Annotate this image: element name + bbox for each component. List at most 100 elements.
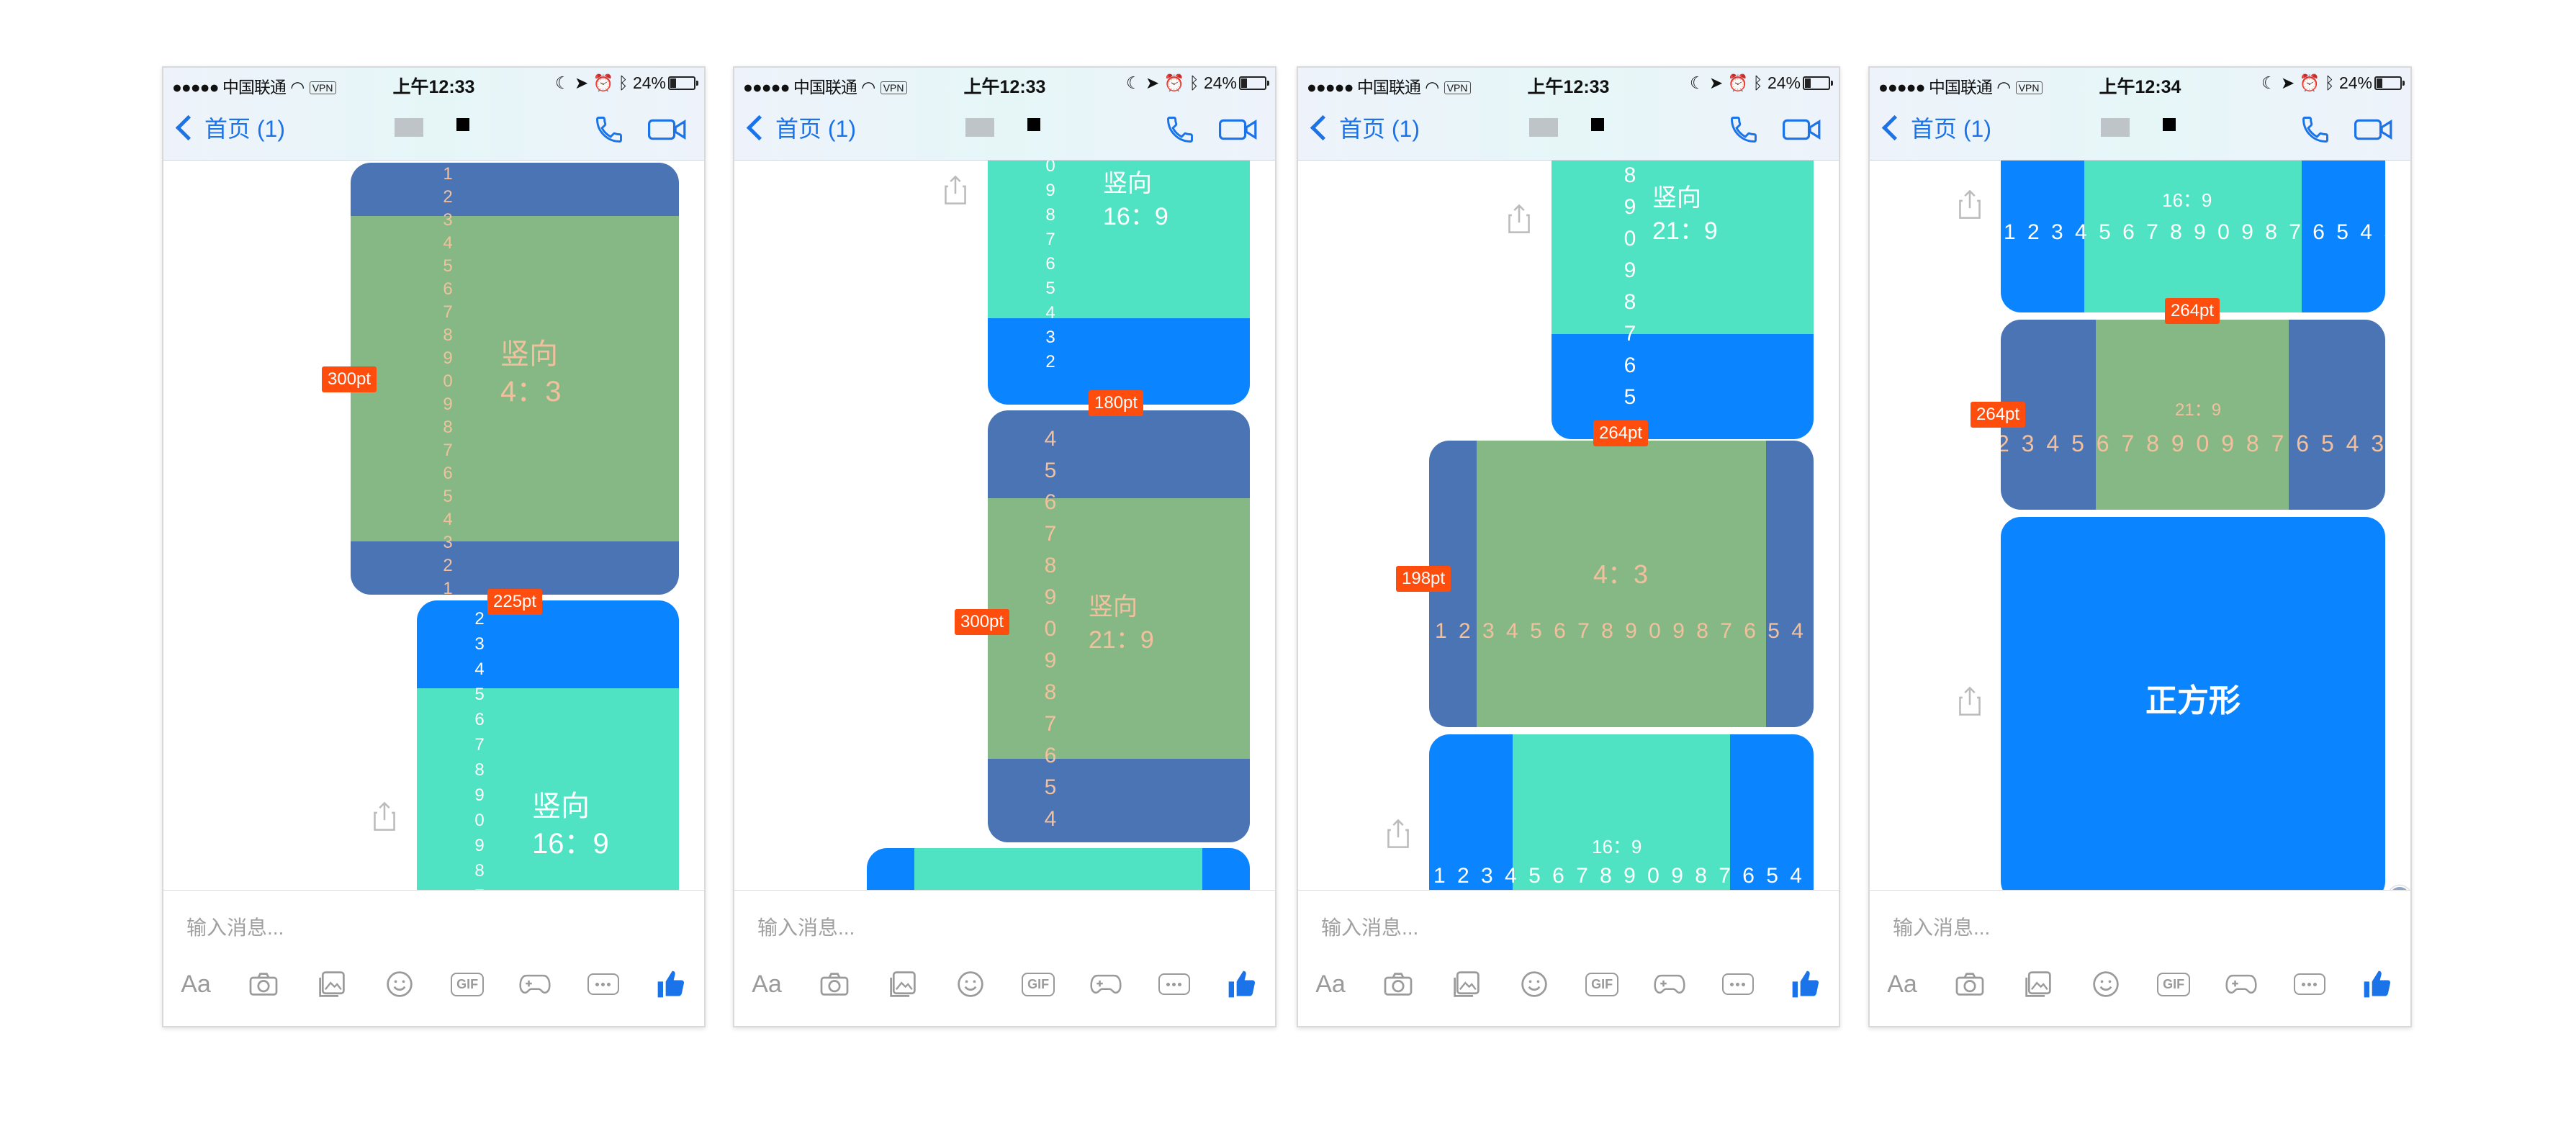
more-icon[interactable] <box>585 966 621 1002</box>
camera-icon[interactable] <box>816 966 852 1002</box>
status-bar: ●●●●● 中国联通 ◠ VPN 上午12:33 ☾ ➤ ⏰ ᛒ 24% <box>734 68 1275 97</box>
video-call-icon[interactable] <box>1783 118 1821 141</box>
video-call-icon[interactable] <box>1219 118 1258 141</box>
message-input[interactable]: 输入消息... <box>186 916 284 939</box>
thumbs-up-icon[interactable] <box>1788 966 1824 1002</box>
bluetooth-icon: ᛒ <box>1189 73 1199 92</box>
carrier: ●●●●● 中国联通 <box>172 78 287 96</box>
text-format-button[interactable]: Aa <box>1315 970 1346 998</box>
camera-icon[interactable] <box>1952 966 1988 1002</box>
clock: 上午12:33 <box>392 77 475 97</box>
thumbs-up-icon[interactable] <box>653 966 689 1002</box>
battery-icon <box>1239 76 1269 90</box>
gif-button[interactable]: GIF <box>1022 972 1055 996</box>
dimension-tag: 225pt <box>487 589 543 615</box>
gif-button[interactable]: GIF <box>1585 972 1619 996</box>
gallery-icon[interactable] <box>314 966 350 1002</box>
more-icon[interactable] <box>2292 966 2328 1002</box>
camera-icon[interactable] <box>246 966 282 1002</box>
thumbs-up-icon[interactable] <box>2359 966 2395 1002</box>
message-input[interactable]: 输入消息... <box>1893 916 1991 939</box>
share-icon[interactable] <box>1958 685 1982 717</box>
game-icon[interactable] <box>1088 966 1124 1002</box>
gallery-icon[interactable] <box>1449 966 1485 1002</box>
share-icon[interactable] <box>372 801 397 832</box>
phone-call-icon[interactable] <box>593 114 625 145</box>
emoji-icon[interactable] <box>2088 966 2124 1002</box>
more-icon[interactable] <box>1720 966 1756 1002</box>
thumbs-up-icon[interactable] <box>1224 966 1260 1002</box>
image-message-21-9[interactable]: 21：9 2 3 4 5 6 7 8 9 0 9 8 7 6 5 4 3 2 <box>2001 320 2385 510</box>
image-label: 21：9 <box>2175 400 2222 420</box>
message-input[interactable]: 输入消息... <box>757 916 855 939</box>
emoji-icon[interactable] <box>1516 966 1552 1002</box>
back-button[interactable]: 首页 (1) <box>746 111 856 144</box>
back-button[interactable]: 首页 (1) <box>175 111 285 144</box>
share-icon[interactable] <box>1386 818 1410 850</box>
back-button[interactable]: 首页 (1) <box>1881 111 1991 144</box>
nav-bar: 首页 (1) <box>734 96 1275 160</box>
battery-percent: 24% <box>2338 73 2372 92</box>
share-icon[interactable] <box>943 174 968 206</box>
text-format-button[interactable]: Aa <box>752 970 782 998</box>
phone-call-icon[interactable] <box>2300 114 2331 145</box>
emoji-icon[interactable] <box>382 966 418 1002</box>
dimension-tag: 264pt <box>1971 402 2026 428</box>
video-call-icon[interactable] <box>2354 118 2393 141</box>
phone-call-icon[interactable] <box>1164 114 1196 145</box>
vpn-badge: VPN <box>1444 81 1471 94</box>
gif-button[interactable]: GIF <box>451 972 485 996</box>
header: ●●●●● 中国联通 ◠ VPN 上午12:33 ☾ ➤ ⏰ ᛒ 24% 首页 … <box>734 68 1275 161</box>
bluetooth-icon: ᛒ <box>2324 73 2335 92</box>
moon-icon: ☾ <box>1126 73 1141 92</box>
contact-avatar[interactable] <box>1528 112 1608 144</box>
back-button[interactable]: 首页 (1) <box>1310 111 1420 144</box>
more-icon[interactable] <box>1156 966 1192 1002</box>
battery-icon <box>668 76 698 90</box>
contact-avatar[interactable] <box>394 112 474 144</box>
dimension-tag: 264pt <box>2165 298 2220 324</box>
battery-percent: 24% <box>632 73 666 92</box>
emoji-icon[interactable] <box>953 966 988 1002</box>
game-icon[interactable] <box>517 966 553 1002</box>
moon-icon: ☾ <box>555 73 570 92</box>
nav-bar: 首页 (1) <box>163 96 704 160</box>
image-label: 16：9 <box>2162 189 2212 211</box>
location-icon: ➤ <box>1145 73 1160 92</box>
phone-screen-1: ●●●●● 中国联通 ◠ VPN 上午12:33 ☾ ➤ ⏰ ᛒ 24% 首页 … <box>162 66 706 1027</box>
phone-screen-3: ●●●●● 中国联通 ◠ VPN 上午12:33 ☾ ➤ ⏰ ᛒ 24% 首页 … <box>1297 66 1840 1027</box>
image-message-16-9[interactable]: 16：9 1 2 3 4 5 6 7 8 9 0 9 8 7 6 5 4 3 2… <box>2001 160 2385 312</box>
share-icon[interactable] <box>1958 189 1982 220</box>
gif-button[interactable]: GIF <box>2157 972 2191 996</box>
text-format-button[interactable]: Aa <box>1887 970 1917 998</box>
wifi-icon: ◠ <box>1425 78 1440 96</box>
image-message-4-3[interactable]: 4：3 1 2 3 4 5 6 7 8 9 0 9 8 7 6 5 4 3 2 … <box>1429 441 1814 727</box>
phone-call-icon[interactable] <box>1728 114 1760 145</box>
gallery-icon[interactable] <box>885 966 921 1002</box>
game-icon[interactable] <box>1652 966 1688 1002</box>
share-icon[interactable] <box>1507 203 1531 235</box>
bluetooth-icon: ᛒ <box>1752 73 1763 92</box>
back-label: 首页 (1) <box>204 116 286 142</box>
image-message-square[interactable]: 正方形 <box>2001 517 2385 901</box>
message-list[interactable]: 16：9 1 2 3 4 5 6 7 8 9 0 9 8 7 6 5 4 3 2… <box>1870 160 2410 981</box>
camera-icon[interactable] <box>1380 966 1416 1002</box>
contact-avatar[interactable] <box>2100 112 2180 144</box>
video-call-icon[interactable] <box>648 118 687 141</box>
game-icon[interactable] <box>2223 966 2259 1002</box>
vpn-badge: VPN <box>880 81 907 94</box>
message-input[interactable]: 输入消息... <box>1321 916 1419 939</box>
text-format-button[interactable]: Aa <box>181 970 211 998</box>
gallery-icon[interactable] <box>2020 966 2056 1002</box>
contact-avatar[interactable] <box>965 112 1045 144</box>
chevron-left-icon <box>746 114 773 140</box>
